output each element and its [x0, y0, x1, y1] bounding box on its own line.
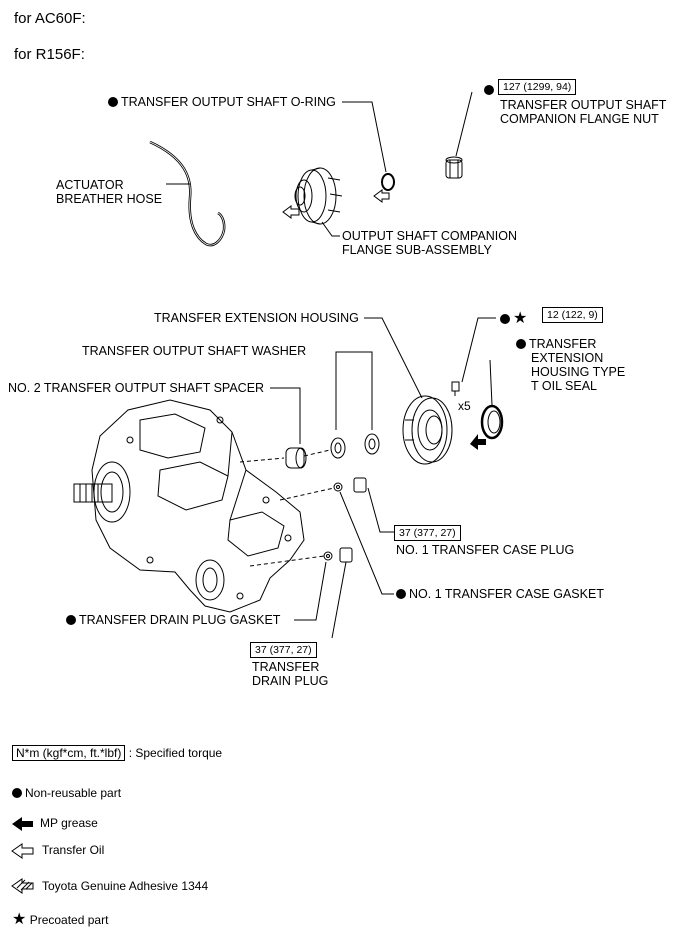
legend-torque-desc: : Specified torque: [128, 746, 223, 760]
flange-nut-drawing: [445, 156, 463, 179]
flange-nut-dot: [484, 81, 497, 99]
legend-mp-grease-icon: [12, 817, 33, 831]
oil-seal-drawing: [480, 404, 504, 440]
legend-torque: N*m (kgf*cm, ft.*lbf) : Specified torque: [12, 745, 223, 761]
legend-mp-grease: MP grease: [40, 816, 98, 830]
legend-transfer-oil: Transfer Oil: [42, 843, 105, 857]
non-reusable-icon: [516, 339, 526, 349]
legend-adhesive-icon: [11, 878, 34, 894]
label-o-ring: TRANSFER OUTPUT SHAFT O-RING: [108, 95, 336, 109]
non-reusable-icon: [108, 97, 118, 107]
non-reusable-icon: [66, 615, 76, 625]
mp-grease-arrow: [470, 434, 486, 450]
label-extension-housing: TRANSFER EXTENSION HOUSING: [154, 311, 359, 325]
precoated-star-icon: ★: [12, 911, 27, 928]
non-reusable-icon: [396, 589, 406, 599]
non-reusable-icon: [500, 314, 510, 324]
label-case-plug: NO. 1 TRANSFER CASE PLUG: [396, 543, 575, 557]
legend-torque-box: N*m (kgf*cm, ft.*lbf): [12, 745, 126, 761]
companion-flange-drawing: [294, 167, 343, 225]
label-case-gasket: NO. 1 TRANSFER CASE GASKET: [396, 587, 604, 601]
legend-precoated: ★ Precoated part: [12, 911, 109, 928]
label-shaft-spacer: NO. 2 TRANSFER OUTPUT SHAFT SPACER: [8, 381, 265, 395]
torque-drain-plug: 37 (377, 27): [250, 642, 317, 658]
label-output-shaft-washer: TRANSFER OUTPUT SHAFT WASHER: [82, 344, 307, 358]
o-ring-drawing: [381, 173, 395, 191]
legend-adhesive: Toyota Genuine Adhesive 1344: [42, 879, 209, 893]
torque-housing-bolt: 12 (122, 9): [542, 307, 603, 323]
spacer-drawing: [285, 447, 305, 469]
torque-case-plug: 37 (377, 27): [394, 525, 461, 541]
extension-housing-drawing: [402, 395, 453, 465]
legend-transfer-oil-icon: [11, 843, 34, 859]
header-ac60f: for AC60F:: [14, 10, 86, 27]
transfer-case-drawing: [73, 399, 305, 613]
washer-drawing-2: [364, 433, 380, 455]
torque-flange-nut: 127 (1299, 94): [498, 79, 577, 95]
non-reusable-icon: [484, 85, 494, 95]
bolt-count: x5: [458, 399, 471, 413]
legend-non-reusable: Non-reusable part: [12, 786, 121, 800]
label-oil-seal: TRANSFER EXTENSION HOUSING TYPE T OIL SE…: [516, 337, 625, 393]
transfer-oil-arrow: [282, 205, 300, 219]
washer-drawing-1: [330, 437, 346, 459]
label-drain-gasket: TRANSFER DRAIN PLUG GASKET: [66, 613, 280, 627]
housing-bolt-marks: ★: [500, 310, 527, 328]
header-r156f: for R156F:: [14, 46, 85, 63]
precoated-star-icon: ★: [513, 310, 528, 327]
non-reusable-icon: [12, 788, 22, 798]
